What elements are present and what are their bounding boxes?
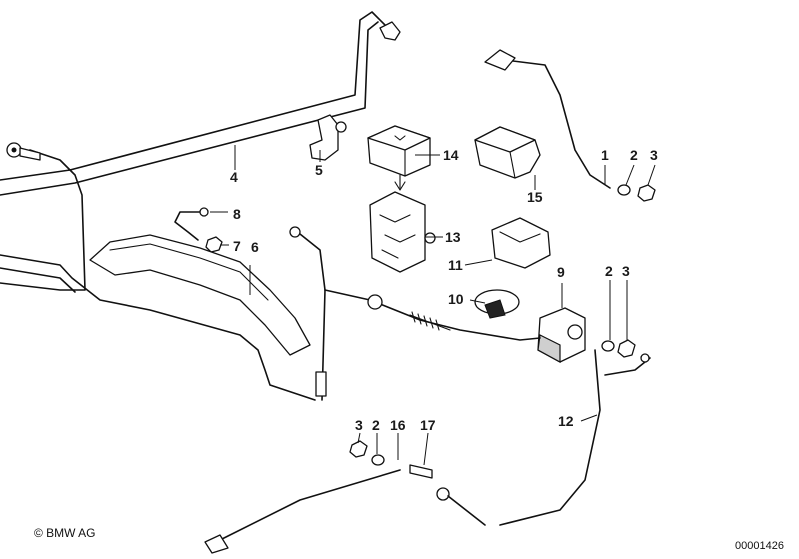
callout-2: 2 [630,147,638,163]
relay-bracket [369,191,436,273]
positive-cable [484,49,611,189]
relay-cover [474,126,541,179]
washers-nuts-mid [601,339,636,358]
cable-12 [436,349,651,526]
terminal-boot [491,217,551,269]
callout-12: 12 [558,413,574,429]
ground-cable-bottom [204,464,433,554]
battery-cable-harness [0,11,401,401]
callout-13: 13 [445,229,461,245]
callout-5: 5 [315,162,323,178]
callout-7: 7 [233,238,241,254]
callout-16: 16 [390,417,406,433]
cable-duct [89,234,311,356]
callout-15: 15 [527,189,543,205]
callout-4: 4 [230,169,238,185]
callout-3-bottom: 3 [355,417,363,433]
callout-8: 8 [233,206,241,222]
washers-nuts-top [617,184,656,202]
callout-9: 9 [557,264,565,280]
callout-2-bottom: 2 [372,417,380,433]
callout-11: 11 [448,257,463,273]
starter-cable [289,226,541,401]
callout-3: 3 [650,147,658,163]
relay [367,125,431,191]
diagram-number: 00001426 [735,540,784,552]
copyright-label: © BMW AG [34,526,96,540]
callout-3-mid: 3 [622,263,630,279]
callout-10: 10 [448,291,464,307]
washers-nuts-bottom [349,440,385,466]
ground-strap [174,207,223,253]
starter-terminal [537,307,586,364]
cable-clamp [309,114,347,161]
leader-lines [210,145,656,466]
callout-2-mid: 2 [605,263,613,279]
callout-1: 1 [601,147,609,163]
cable-holder [474,289,520,319]
callout-14: 14 [443,147,459,163]
callout-17: 17 [420,417,436,433]
callout-6: 6 [251,239,259,255]
